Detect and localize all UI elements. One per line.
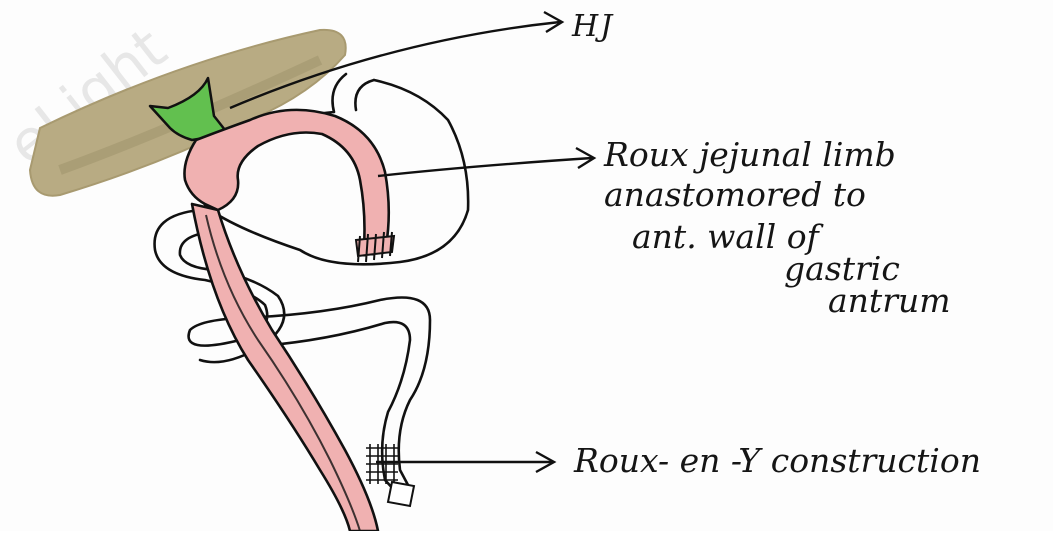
jj-stump xyxy=(388,482,414,506)
antrum-anastomosis xyxy=(356,232,394,262)
jejunojejunostomy xyxy=(366,444,414,506)
roux-en-y-pointer xyxy=(376,452,554,472)
roux-limb-label-2: anastomored to xyxy=(604,175,866,214)
roux-en-y-label: Roux- en -Y construction xyxy=(573,441,981,480)
descending-limb-shape xyxy=(192,204,378,531)
descending-limb xyxy=(192,204,378,531)
roux-limb-pointer xyxy=(378,148,594,176)
hj-label: HJ xyxy=(571,9,614,44)
roux-limb-label-5: antrum xyxy=(828,281,951,320)
roux-limb-arrow-line xyxy=(378,158,592,176)
roux-limb-label-1: Roux jejunal limb xyxy=(603,135,896,174)
